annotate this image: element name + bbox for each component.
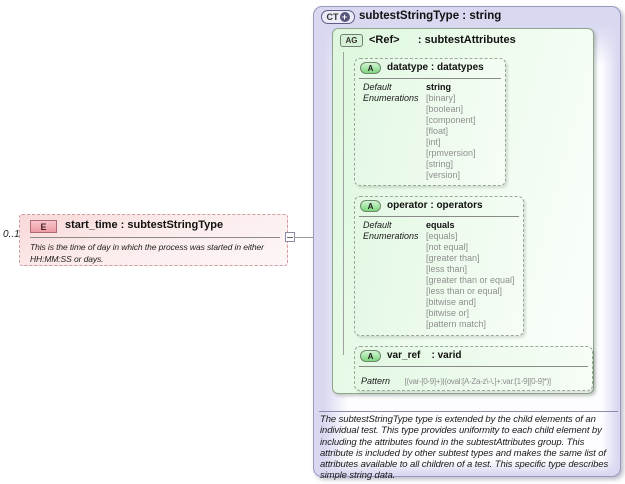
enumeration-value: [version] — [426, 170, 461, 180]
complex-type-badge-label: CT — [326, 12, 339, 22]
attribute-box-operator[interactable]: A operator : operators Default Enumerati… — [354, 196, 524, 336]
enumerations-label: Enumerations — [363, 93, 419, 103]
expand-plus-icon[interactable]: + — [339, 12, 350, 22]
element-badge: E — [30, 220, 57, 233]
divider — [359, 216, 519, 217]
facet-values: string [binary][boolean][component][floa… — [426, 82, 502, 181]
connector-line — [288, 237, 313, 238]
pattern-facet: Pattern [(var-[0-9]+)|(oval:[A-Za-z\-\.]… — [361, 371, 589, 389]
enumeration-value: [binary] — [426, 93, 456, 103]
element-title: start_time : subtestStringType — [65, 219, 224, 231]
pattern-value: [(var-[0-9]+)|(oval:[A-Za-z\-\.]+:var:[1… — [404, 377, 551, 386]
attribute-box-datatype[interactable]: A datatype : datatypes Default Enumerati… — [354, 58, 506, 186]
enumeration-value: [less than or equal] — [426, 286, 503, 296]
attribute-title-var-ref: var_ref : varid — [387, 350, 462, 361]
cardinality-label: 0..1 — [3, 229, 20, 240]
divider — [30, 237, 280, 238]
default-label: Default — [363, 220, 392, 230]
attribute-title-operator: operator : operators — [387, 200, 483, 211]
default-label: Default — [363, 82, 392, 92]
divider — [359, 78, 501, 79]
enumeration-list: [binary][boolean][component][float][int]… — [426, 93, 502, 181]
enumeration-value: [boolean] — [426, 104, 464, 114]
attribute-box-var-ref[interactable]: A var_ref : varid Pattern [(var-[0-9]+)|… — [354, 346, 593, 391]
facet-labels: Default Enumerations — [363, 82, 426, 181]
divider — [319, 411, 618, 412]
attribute-badge: A — [360, 350, 381, 362]
enumeration-value: [component] — [426, 115, 476, 125]
attribute-title-datatype: datatype : datatypes — [387, 62, 484, 73]
attribute-group-badge: AG — [340, 34, 363, 47]
collapse-handle-icon[interactable] — [285, 232, 295, 242]
attribute-badge: A — [360, 62, 381, 74]
divider — [359, 366, 588, 367]
minus-icon — [287, 236, 293, 238]
facet-labels: Default Enumerations — [363, 220, 426, 330]
facet-values: equals [equals][not equal][greater than]… — [426, 220, 520, 330]
attribute-badge: A — [360, 200, 381, 212]
attribute-group-title: <Ref> : subtestAttributes — [369, 34, 516, 46]
complex-type-badge: CT + — [321, 10, 355, 24]
enumeration-value: [bitwise and] — [426, 297, 477, 307]
enumeration-value: [rpmversion] — [426, 148, 476, 158]
enumeration-value: [not equal] — [426, 242, 469, 252]
enumeration-value: [greater than or equal] — [426, 275, 515, 285]
enumeration-value: [bitwise or] — [426, 308, 470, 318]
complex-type-annotation: The subtestStringType type is extended b… — [320, 414, 609, 482]
element-box-start-time[interactable]: E start_time : subtestStringType This is… — [19, 214, 288, 266]
enumeration-value: [string] — [426, 159, 454, 169]
default-value: string — [426, 82, 452, 92]
connector-spine — [343, 52, 344, 355]
enumeration-value: [float] — [426, 126, 449, 136]
element-annotation: This is the time of day in which the pro… — [30, 242, 264, 264]
enumeration-value: [less than] — [426, 264, 468, 274]
enumeration-value: [int] — [426, 137, 441, 147]
complex-type-box[interactable]: CT + subtestStringType : string AG <Ref>… — [313, 6, 621, 481]
enumeration-value: [equals] — [426, 231, 458, 241]
enumerations-label: Enumerations — [363, 231, 419, 241]
enumeration-list: [equals][not equal][greater than][less t… — [426, 231, 520, 330]
enumeration-value: [greater than] — [426, 253, 480, 263]
default-value: equals — [426, 220, 455, 230]
complex-type-title: subtestStringType : string — [359, 10, 502, 22]
attribute-group-box[interactable]: AG <Ref> : subtestAttributes A datatype … — [332, 28, 594, 394]
attribute-facets: Default Enumerations string [binary][boo… — [363, 82, 502, 181]
pattern-label: Pattern — [361, 376, 391, 386]
enumeration-value: [pattern match] — [426, 319, 487, 329]
attribute-facets: Default Enumerations equals [equals][not… — [363, 220, 520, 330]
